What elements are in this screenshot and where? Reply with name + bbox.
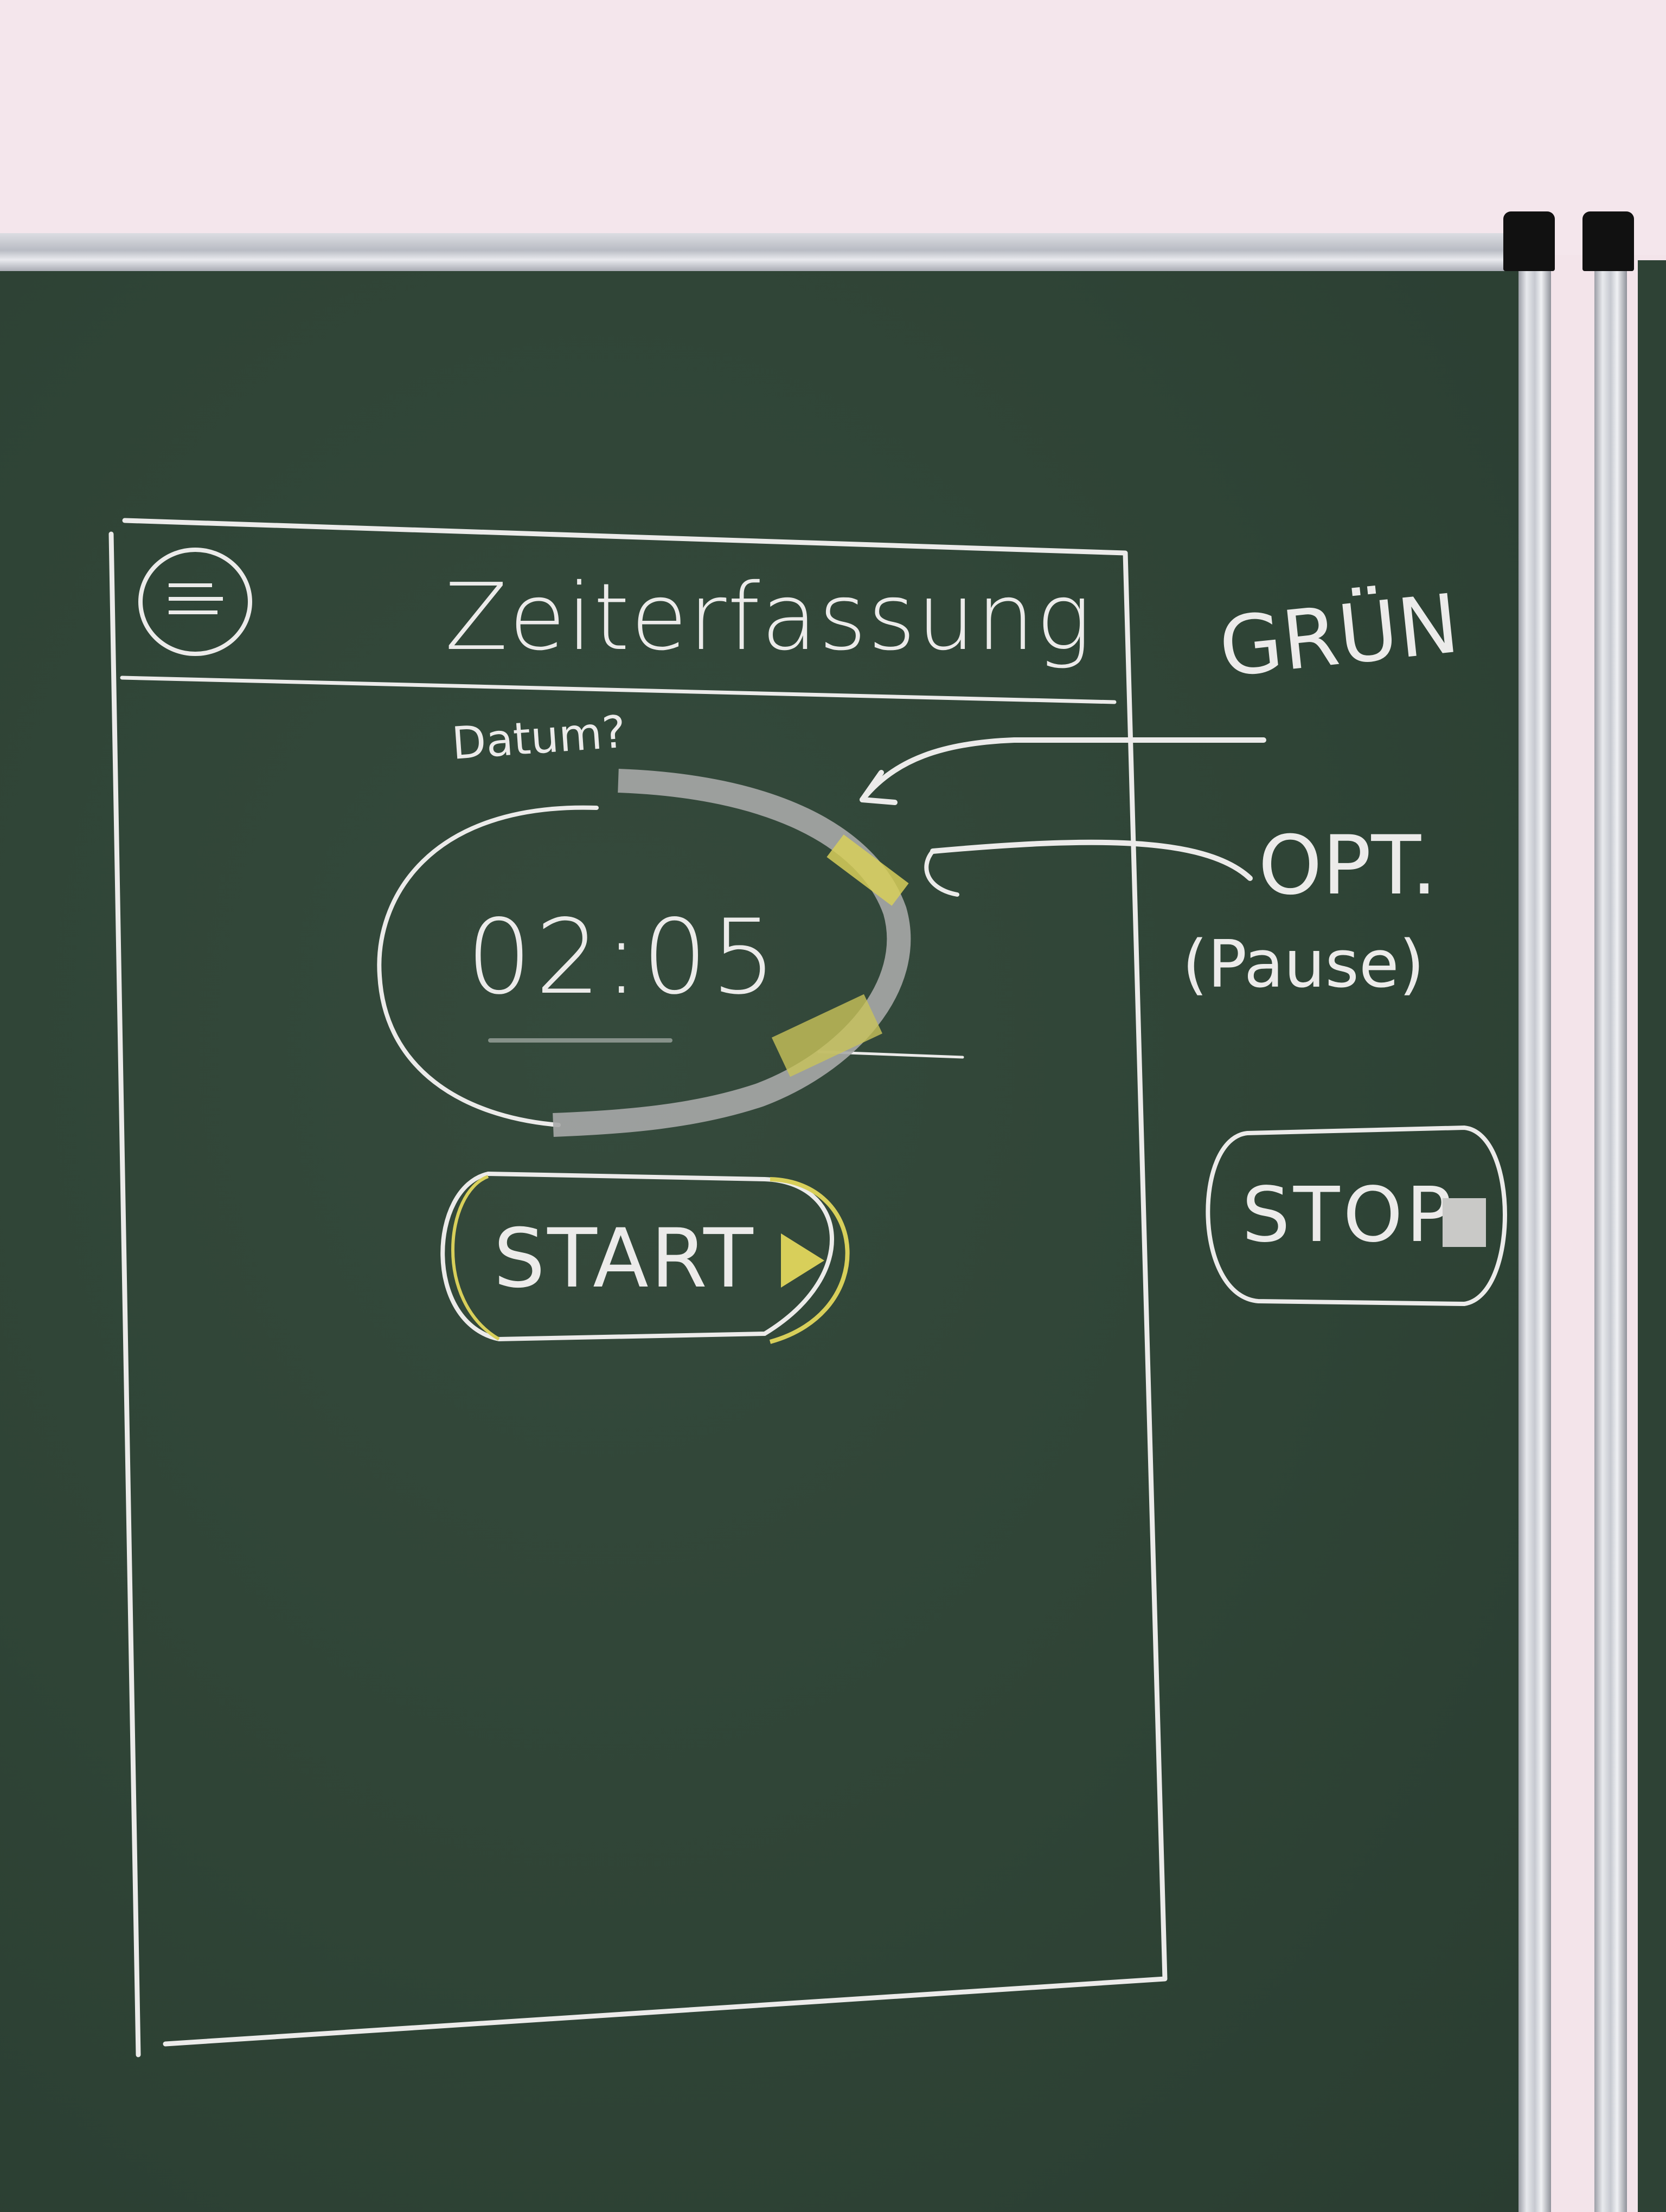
start-button-highlight bbox=[451, 1175, 500, 1341]
phone-frame bbox=[122, 518, 1168, 2047]
stop-icon bbox=[1443, 1198, 1486, 1247]
stop-button-outline bbox=[1206, 1125, 1507, 1307]
arrow-green bbox=[860, 737, 1266, 802]
timer-display: 02:05 bbox=[466, 897, 780, 1017]
page-title: Zeiterfassung bbox=[445, 564, 1093, 671]
menu-button[interactable] bbox=[138, 548, 252, 656]
arrow-opt-head bbox=[924, 849, 959, 897]
annotation-optional: OPT. bbox=[1258, 819, 1438, 913]
timer-ring-outline bbox=[377, 805, 599, 1127]
start-button-highlight bbox=[769, 1177, 850, 1344]
timer-progress-arc bbox=[553, 769, 911, 1137]
board-clamp bbox=[1503, 211, 1555, 271]
board-frame bbox=[1518, 260, 1551, 2212]
arrow-green-head bbox=[860, 770, 898, 805]
annotation-pause: (Pause) bbox=[1182, 927, 1425, 1002]
chalkboard bbox=[0, 271, 1518, 2212]
pause-segment bbox=[826, 834, 909, 906]
stop-button-label: STOP bbox=[1242, 1171, 1456, 1259]
start-button-label: START bbox=[494, 1212, 755, 1306]
stop-button[interactable]: STOP bbox=[1204, 1128, 1518, 1307]
board-top-rail bbox=[0, 233, 1535, 271]
start-button[interactable]: START bbox=[450, 1174, 862, 1342]
wall bbox=[0, 0, 1666, 255]
timer-underline bbox=[488, 1038, 672, 1043]
board-clamp bbox=[1582, 211, 1634, 271]
play-icon bbox=[781, 1233, 824, 1288]
phone-frame-left-edge bbox=[108, 531, 141, 2057]
chalkboard-adjacent bbox=[1638, 260, 1666, 2212]
pause-segment bbox=[771, 994, 883, 1077]
hamburger-icon bbox=[169, 583, 223, 614]
header-divider bbox=[120, 676, 1117, 704]
board-frame bbox=[1594, 260, 1627, 2212]
start-button-outline bbox=[440, 1171, 834, 1342]
arrow-opt bbox=[930, 839, 1253, 881]
